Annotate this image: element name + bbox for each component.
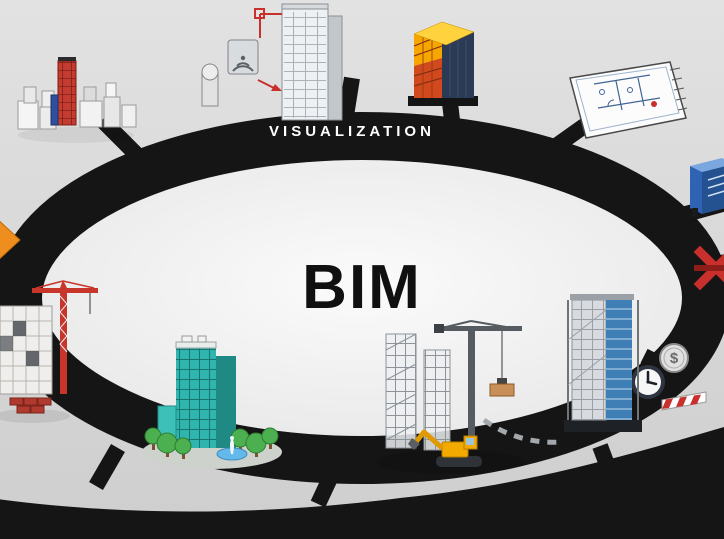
barrier-icon xyxy=(661,391,707,411)
node-clash-marker xyxy=(693,245,724,291)
excavator-icon xyxy=(408,429,482,467)
node-site-cone xyxy=(0,220,21,260)
dollar-coin-icon: $ xyxy=(659,343,689,373)
cycle-ring xyxy=(0,112,724,484)
red-crane-icon xyxy=(32,280,98,394)
fountain-icon xyxy=(216,436,248,461)
center-title: BIM xyxy=(302,253,422,322)
bottom-band xyxy=(0,426,724,539)
node-city-cluster xyxy=(17,57,137,143)
node-construction-site xyxy=(376,320,563,474)
brick-stacks-icon xyxy=(9,397,52,414)
node-laser-scan-building xyxy=(201,3,343,121)
plan-red-dot xyxy=(651,101,657,107)
svg-text:$: $ xyxy=(670,350,679,367)
node-floor-plan xyxy=(569,61,688,139)
red-annotation-arrow xyxy=(254,8,282,91)
clock-icon xyxy=(631,365,665,399)
blue-slab-icon xyxy=(50,94,59,126)
node-green-building xyxy=(142,335,282,469)
dashed-trail xyxy=(482,417,563,445)
node-energy-analysis-building xyxy=(408,21,478,106)
node-scaffold-building xyxy=(564,294,642,432)
document-roll-icon xyxy=(201,63,219,107)
scanner-icon xyxy=(227,39,259,75)
node-mep-machine xyxy=(690,158,724,217)
node-crane-building xyxy=(0,280,98,423)
ring-label: VISUALIZATION xyxy=(269,123,435,140)
tower-crane-icon xyxy=(434,320,522,444)
node-time-cost: $ xyxy=(631,343,707,411)
tree-icon xyxy=(144,427,279,459)
